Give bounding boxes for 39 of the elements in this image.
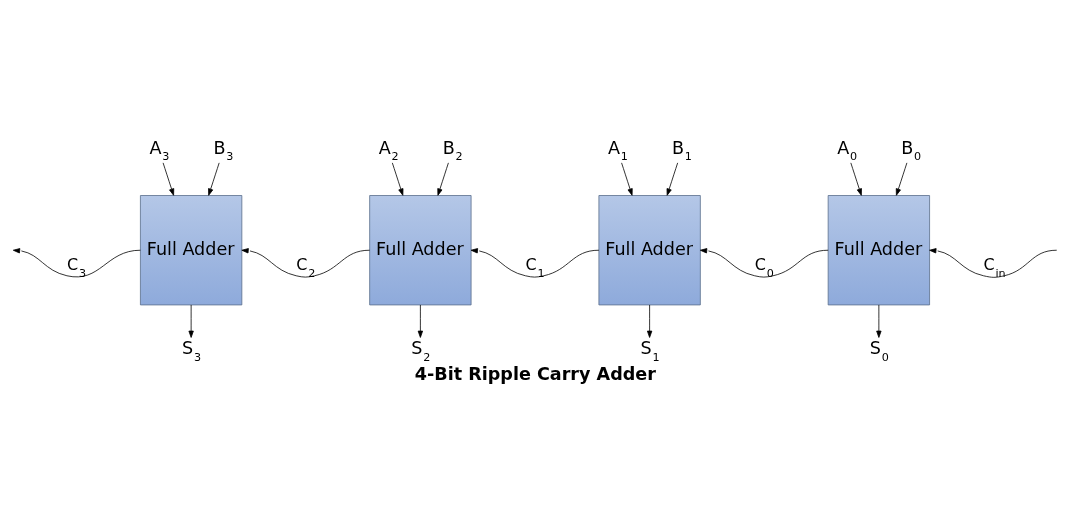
node-text: S$_{0}$ [869, 337, 889, 364]
node-text: S$_{2}$ [411, 337, 431, 364]
arrow [162, 161, 175, 196]
node-text: B$_{3}$ [213, 137, 234, 163]
node-box: Full Adder [369, 194, 472, 305]
arrow [241, 247, 371, 277]
node-text: S$_{3}$ [181, 337, 202, 364]
arrow [12, 247, 141, 277]
node-text: B$_{0}$ [901, 137, 922, 163]
node-text: A$_{1}$ [608, 137, 628, 163]
arrow [437, 161, 449, 196]
arrow [895, 161, 908, 196]
arrow [188, 304, 194, 338]
arrow [470, 247, 600, 277]
diagram-title: 4-Bit Ripple Carry Adder [414, 363, 656, 384]
edge-label: C$_{2}$ [296, 254, 316, 280]
edge-label: C$_{0}$ [754, 254, 774, 280]
node-text: B$_{1}$ [671, 137, 692, 163]
arrow [417, 304, 423, 338]
arrow [699, 247, 829, 277]
node-text: A$_{0}$ [837, 137, 858, 163]
arrow [876, 304, 882, 338]
node-box: Full Adder [140, 194, 243, 305]
edge-label: C$_{in}$ [983, 254, 1006, 280]
arrow [850, 161, 862, 196]
arrow [621, 161, 633, 196]
node-text: B$_{2}$ [442, 137, 463, 163]
edge-label: C$_{3}$ [66, 254, 87, 280]
node-box: Full Adder [827, 194, 930, 305]
arrow [391, 161, 404, 196]
arrow [208, 161, 220, 196]
edge-label: C$_{1}$ [525, 254, 545, 280]
arrow [929, 247, 1058, 278]
node-text: A$_{3}$ [149, 137, 170, 163]
node-box: Full Adder [598, 194, 701, 305]
arrow [647, 304, 653, 338]
node-text: S$_{1}$ [640, 337, 660, 364]
arrow [666, 161, 679, 196]
node-text: A$_{2}$ [378, 137, 399, 163]
